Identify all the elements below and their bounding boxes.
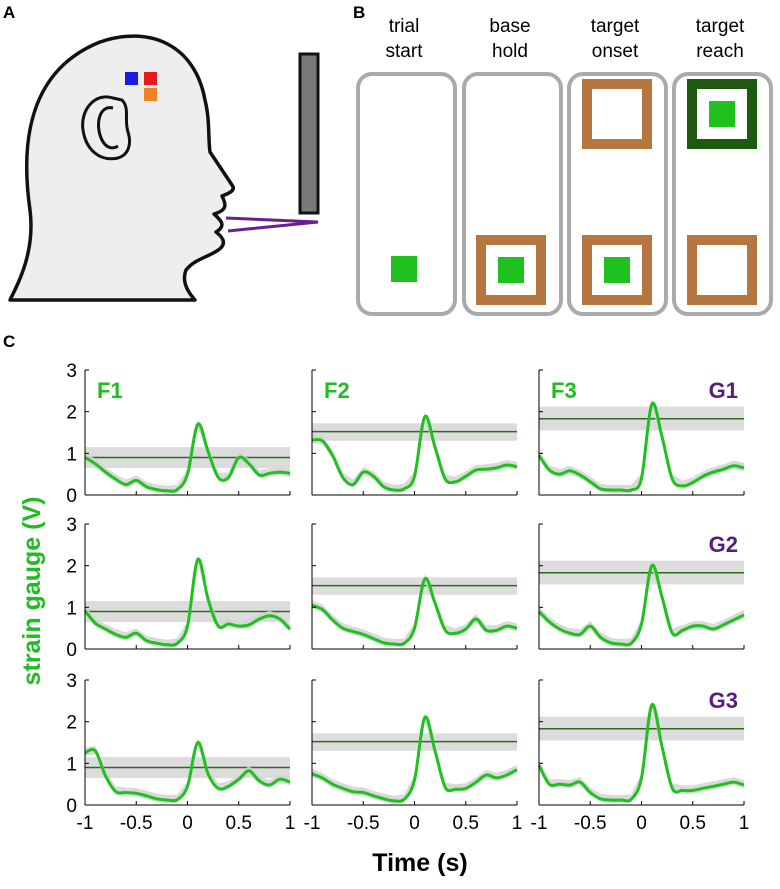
x-tick-label: 0 bbox=[636, 813, 647, 834]
panel-label-a: A bbox=[3, 3, 15, 22]
finger-label: F2 bbox=[324, 378, 350, 403]
subject-head-illustration bbox=[8, 34, 320, 302]
task-stage-target-reach: target reach bbox=[672, 16, 773, 316]
subplot-2-3: G2 bbox=[537, 523, 745, 650]
ear-inner bbox=[97, 106, 119, 150]
x-tick-label: 0 bbox=[182, 813, 193, 834]
stage-label-line1: trial bbox=[389, 16, 420, 37]
gauge-label: G2 bbox=[709, 532, 738, 557]
cursor-square bbox=[709, 101, 735, 127]
finger-label: F1 bbox=[97, 378, 123, 403]
y-tick-label: 0 bbox=[66, 796, 77, 817]
strain-gauge-trace bbox=[84, 422, 291, 493]
subplot-3-3: -1 -0.5 0 0.5 1 G3 bbox=[531, 679, 750, 834]
stage-label-line2: hold bbox=[492, 41, 528, 62]
subplot-1-2: F2 bbox=[311, 369, 518, 496]
y-tick-label: 3 bbox=[66, 671, 77, 692]
base-target-box bbox=[687, 235, 757, 305]
monitor-screen bbox=[298, 52, 320, 215]
y-tick-label: 3 bbox=[66, 361, 77, 382]
x-tick-label: -1 bbox=[77, 813, 94, 834]
head-outline bbox=[8, 34, 235, 302]
strain-gauge-trace bbox=[84, 740, 291, 803]
y-tick-label: 1 bbox=[66, 444, 77, 465]
y-tick-label: 2 bbox=[66, 557, 77, 578]
x-tick-label: -0.5 bbox=[347, 813, 380, 834]
strain-gauge-trace bbox=[311, 715, 518, 803]
stage-label-line1: base bbox=[489, 16, 530, 37]
stage-frame bbox=[356, 72, 457, 316]
trace-error-band bbox=[85, 419, 290, 495]
stage-label-line2: start bbox=[386, 41, 424, 62]
upper-target-box bbox=[582, 79, 652, 149]
y-tick-label: 0 bbox=[66, 640, 77, 661]
strain-gauge-trace bbox=[311, 414, 518, 492]
x-tick-label: 0 bbox=[409, 813, 420, 834]
gauge-label: G1 bbox=[709, 378, 738, 403]
x-axis-title: Time (s) bbox=[372, 849, 467, 877]
strain-gauge-trace bbox=[83, 557, 292, 647]
task-stage-target-onset: target onset bbox=[567, 16, 668, 316]
x-tick-label: 1 bbox=[285, 813, 296, 834]
y-tick-label: 2 bbox=[66, 403, 77, 424]
x-tick-label: -1 bbox=[531, 813, 548, 834]
y-tick-label: 1 bbox=[66, 598, 77, 619]
x-tick-label: 0.5 bbox=[680, 813, 706, 834]
y-tick-label: 0 bbox=[66, 486, 77, 507]
strain-gauge-trace bbox=[311, 576, 518, 647]
x-tick-label: 0.5 bbox=[453, 813, 479, 834]
cursor-square bbox=[391, 256, 417, 282]
base-target-box bbox=[476, 235, 546, 305]
subplot-2-1: 0 1 2 3 bbox=[66, 515, 292, 661]
y-tick-label: 2 bbox=[66, 713, 77, 734]
y-tick-label: 3 bbox=[66, 515, 77, 536]
stage-label-line2: reach bbox=[696, 41, 744, 62]
x-tick-label: 0.5 bbox=[226, 813, 252, 834]
subplot-1-1: 0 1 2 3F1 bbox=[66, 361, 291, 507]
subplot-2-2 bbox=[311, 523, 518, 650]
strain-gauge-trace bbox=[537, 401, 745, 493]
y-tick-label: 1 bbox=[66, 754, 77, 775]
ear-outline bbox=[81, 95, 132, 161]
stage-label-line2: onset bbox=[592, 41, 639, 62]
subplot-3-1: 0 1 2 3 -1 -0.5 0 0.5 1 bbox=[66, 671, 295, 834]
x-tick-label: -0.5 bbox=[574, 813, 607, 834]
electrode-red-marker bbox=[144, 72, 157, 85]
stage-label-line1: target bbox=[696, 16, 745, 37]
x-tick-label: -1 bbox=[304, 813, 321, 834]
electrode-blue-marker bbox=[125, 72, 138, 85]
strain-gauge-trace bbox=[537, 703, 745, 803]
finger-label: F3 bbox=[551, 378, 577, 403]
stage-label-line1: target bbox=[591, 16, 640, 37]
electrode-orange-marker bbox=[144, 88, 157, 101]
task-stage-trial-start: trial start bbox=[356, 16, 457, 316]
cursor-square bbox=[604, 257, 630, 283]
panel-label-b: B bbox=[353, 3, 365, 22]
panel-label-c: C bbox=[3, 332, 15, 351]
x-tick-label: 1 bbox=[739, 813, 750, 834]
task-stage-base-hold: base hold bbox=[462, 16, 563, 316]
strain-gauge-trace bbox=[537, 563, 745, 647]
lip-strain-lever bbox=[225, 216, 319, 233]
y-axis-title: strain gauge (V) bbox=[18, 497, 46, 686]
trace-error-band bbox=[312, 712, 517, 805]
x-tick-label: 1 bbox=[512, 813, 523, 834]
subplot-3-2: -1 -0.5 0 0.5 1 bbox=[304, 679, 523, 834]
x-tick-label: -0.5 bbox=[120, 813, 153, 834]
cursor-square bbox=[498, 257, 524, 283]
subplot-1-3: F3 G1 bbox=[537, 369, 745, 496]
gauge-label: G3 bbox=[709, 688, 738, 713]
